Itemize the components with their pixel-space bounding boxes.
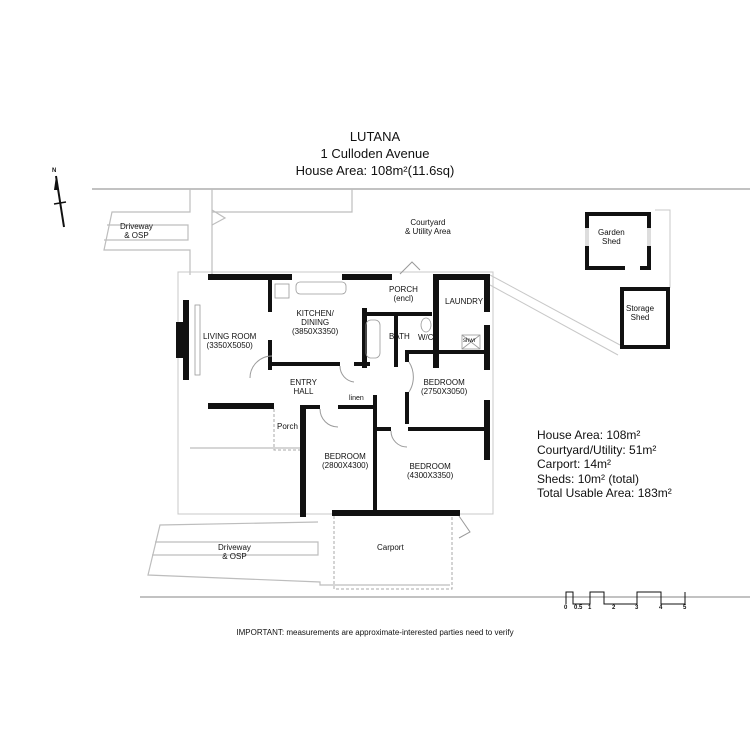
plan-address: 1 Culloden Avenue <box>320 146 430 161</box>
scale-bar <box>565 591 686 605</box>
storage-shed <box>620 287 670 349</box>
room-living: LIVING ROOM(3350X5050) <box>203 332 257 350</box>
scale-tick-2: 2 <box>612 605 616 611</box>
scale-tick-0-5: 0.5 <box>574 605 583 611</box>
room-bedroom-east: BEDROOM(2750X3050) <box>421 378 468 396</box>
label-carport: Carport <box>377 543 404 552</box>
plan-house-area: House Area: 108m²(11.6sq) <box>295 163 455 178</box>
area-summary: House Area: 108m² Courtyard/Utility: 51m… <box>537 428 672 501</box>
summary-carport: Carport: 14m² <box>537 457 612 471</box>
summary-courtyard: Courtyard/Utility: 51m² <box>537 442 657 457</box>
label-porch-front: Porch <box>277 422 298 431</box>
scale-tick-3: 3 <box>635 605 639 611</box>
doors <box>249 261 471 539</box>
room-laundry: LAUNDRY <box>445 297 484 306</box>
plan-suburb: LUTANA <box>349 129 401 144</box>
label-driveway-top: Driveway& OSP <box>120 222 153 240</box>
room-shower: shwr <box>463 338 476 344</box>
compass-label: N <box>52 168 57 174</box>
room-kitchen: KITCHEN/DINING(3850X3350) <box>292 309 339 336</box>
room-porch-encl: PORCH(encl) <box>389 285 418 303</box>
scale-tick-0: 0 <box>564 605 568 611</box>
garden-shed <box>585 212 651 270</box>
north-arrow-icon <box>53 175 67 228</box>
room-bedroom-sw: BEDROOM(2800X4300) <box>322 452 369 470</box>
carport-outline <box>333 516 453 590</box>
room-linen: linen <box>349 395 364 402</box>
porch-front-outline <box>273 409 300 451</box>
room-bath: BATH <box>389 332 410 341</box>
summary-total: Total Usable Area: 183m² <box>537 486 672 500</box>
room-bedroom-se: BEDROOM(4300X3350) <box>407 462 454 480</box>
walls <box>176 274 490 517</box>
summary-sheds: Sheds: 10m² (total) <box>537 471 640 486</box>
driveway-bottom-outline <box>147 447 450 586</box>
driveway-top-outline <box>103 189 353 275</box>
label-courtyard: Courtyard& Utility Area <box>405 218 451 236</box>
scale-tick-5: 5 <box>683 605 687 611</box>
title-block: LUTANA 1 Culloden Avenue House Area: 108… <box>0 128 750 179</box>
fixtures <box>194 281 481 376</box>
room-wc: W/C <box>418 333 434 342</box>
disclaimer-note: IMPORTANT: measurements are approximate-… <box>236 628 514 637</box>
scale-tick-4: 4 <box>659 605 663 611</box>
label-driveway-bottom: Driveway& OSP <box>218 543 251 561</box>
scale-tick-1: 1 <box>588 605 592 611</box>
summary-house: House Area: 108m² <box>537 428 641 442</box>
